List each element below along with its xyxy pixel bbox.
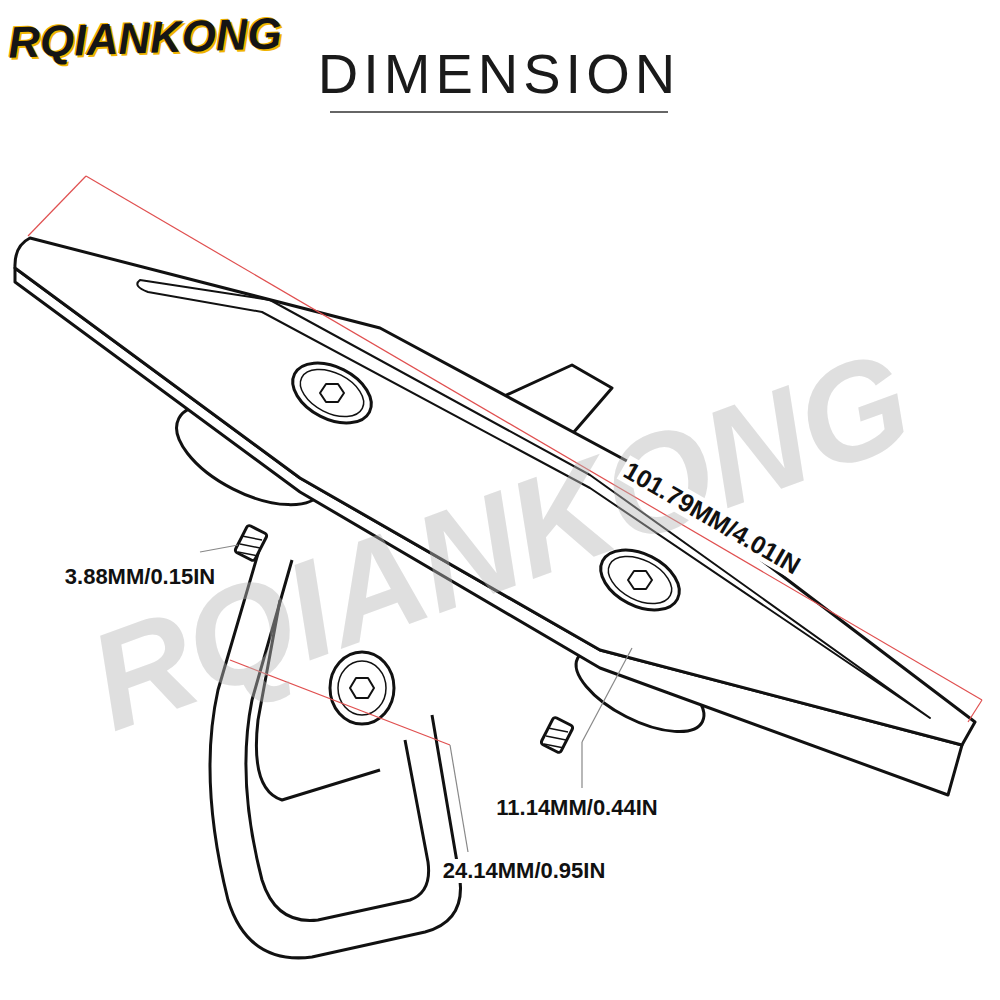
dimension-label: 24.14MM/0.95IN xyxy=(440,859,609,883)
dimension-label: 11.14MM/0.44IN xyxy=(493,796,660,820)
page-title: DIMENSION xyxy=(318,46,680,102)
leader-line xyxy=(200,545,238,552)
extension-line xyxy=(968,700,982,722)
dimension-label: 3.88MM/0.15IN xyxy=(62,565,218,589)
title-underline xyxy=(330,111,668,113)
leader-line xyxy=(450,745,468,852)
leader-line xyxy=(581,742,582,788)
brand-logo: RQIANKONG xyxy=(7,11,282,65)
hex-bolt xyxy=(283,351,381,435)
leader-line xyxy=(582,648,632,742)
extension-line xyxy=(28,176,86,236)
threaded-stud xyxy=(540,717,573,754)
